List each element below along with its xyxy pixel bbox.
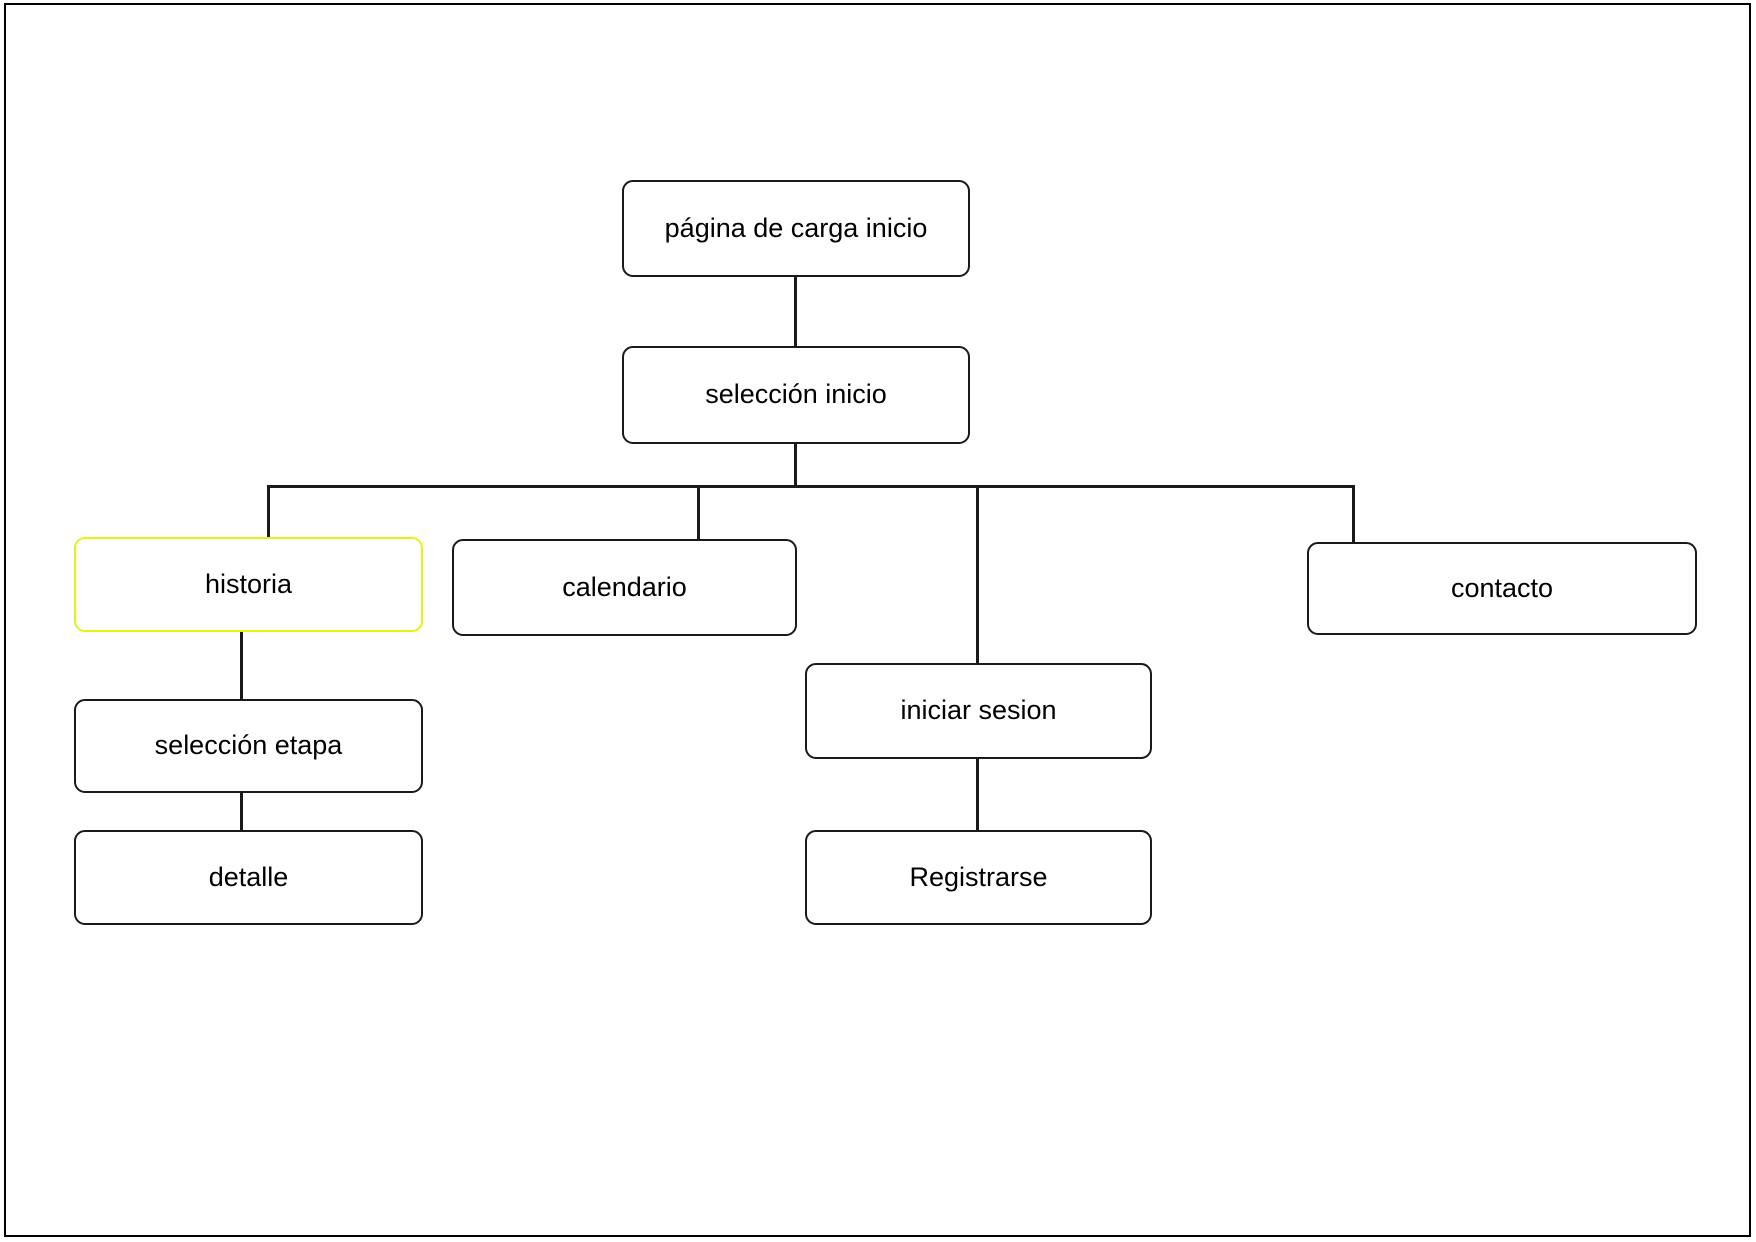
node-historia[interactable]: historia bbox=[74, 537, 423, 632]
edge-bus-to-historia bbox=[267, 485, 270, 539]
edge-bus-to-contacto bbox=[1352, 485, 1355, 544]
edge-bus-to-calendario bbox=[697, 485, 700, 541]
edge-distribution-bus bbox=[268, 485, 1354, 488]
edge-bus-to-iniciar-sesion bbox=[976, 485, 979, 665]
node-label-iniciar-sesion: iniciar sesion bbox=[900, 695, 1057, 726]
edge-historia-to-seleccion-etapa bbox=[240, 630, 243, 701]
node-label-seleccion-etapa: selección etapa bbox=[154, 730, 343, 761]
node-label-detalle: detalle bbox=[208, 861, 289, 892]
node-label-historia: historia bbox=[204, 568, 293, 599]
node-seleccion-inicio[interactable]: selección inicio bbox=[622, 346, 970, 444]
node-iniciar-sesion[interactable]: iniciar sesion bbox=[805, 663, 1152, 759]
edge-pagina-to-seleccion-inicio bbox=[794, 275, 797, 348]
node-seleccion-etapa[interactable]: selección etapa bbox=[74, 699, 423, 793]
edge-seleccion-inicio-stem bbox=[794, 442, 797, 488]
node-label-pagina-de-carga-inicio: página de carga inicio bbox=[664, 212, 928, 243]
node-detalle[interactable]: detalle bbox=[74, 830, 423, 925]
node-pagina-de-carga-inicio[interactable]: página de carga inicio bbox=[622, 180, 970, 277]
edge-seleccion-etapa-to-detalle bbox=[240, 791, 243, 832]
node-label-calendario: calendario bbox=[562, 571, 687, 602]
node-calendario[interactable]: calendario bbox=[452, 539, 797, 636]
node-label-contacto: contacto bbox=[1450, 572, 1554, 603]
node-label-registrarse: Registrarse bbox=[909, 861, 1048, 892]
edge-iniciar-sesion-to-registrarse bbox=[976, 757, 979, 832]
node-contacto[interactable]: contacto bbox=[1307, 542, 1697, 635]
node-registrarse[interactable]: Registrarse bbox=[805, 830, 1152, 925]
node-label-seleccion-inicio: selección inicio bbox=[705, 379, 887, 410]
diagram-frame-border bbox=[4, 3, 1751, 1237]
